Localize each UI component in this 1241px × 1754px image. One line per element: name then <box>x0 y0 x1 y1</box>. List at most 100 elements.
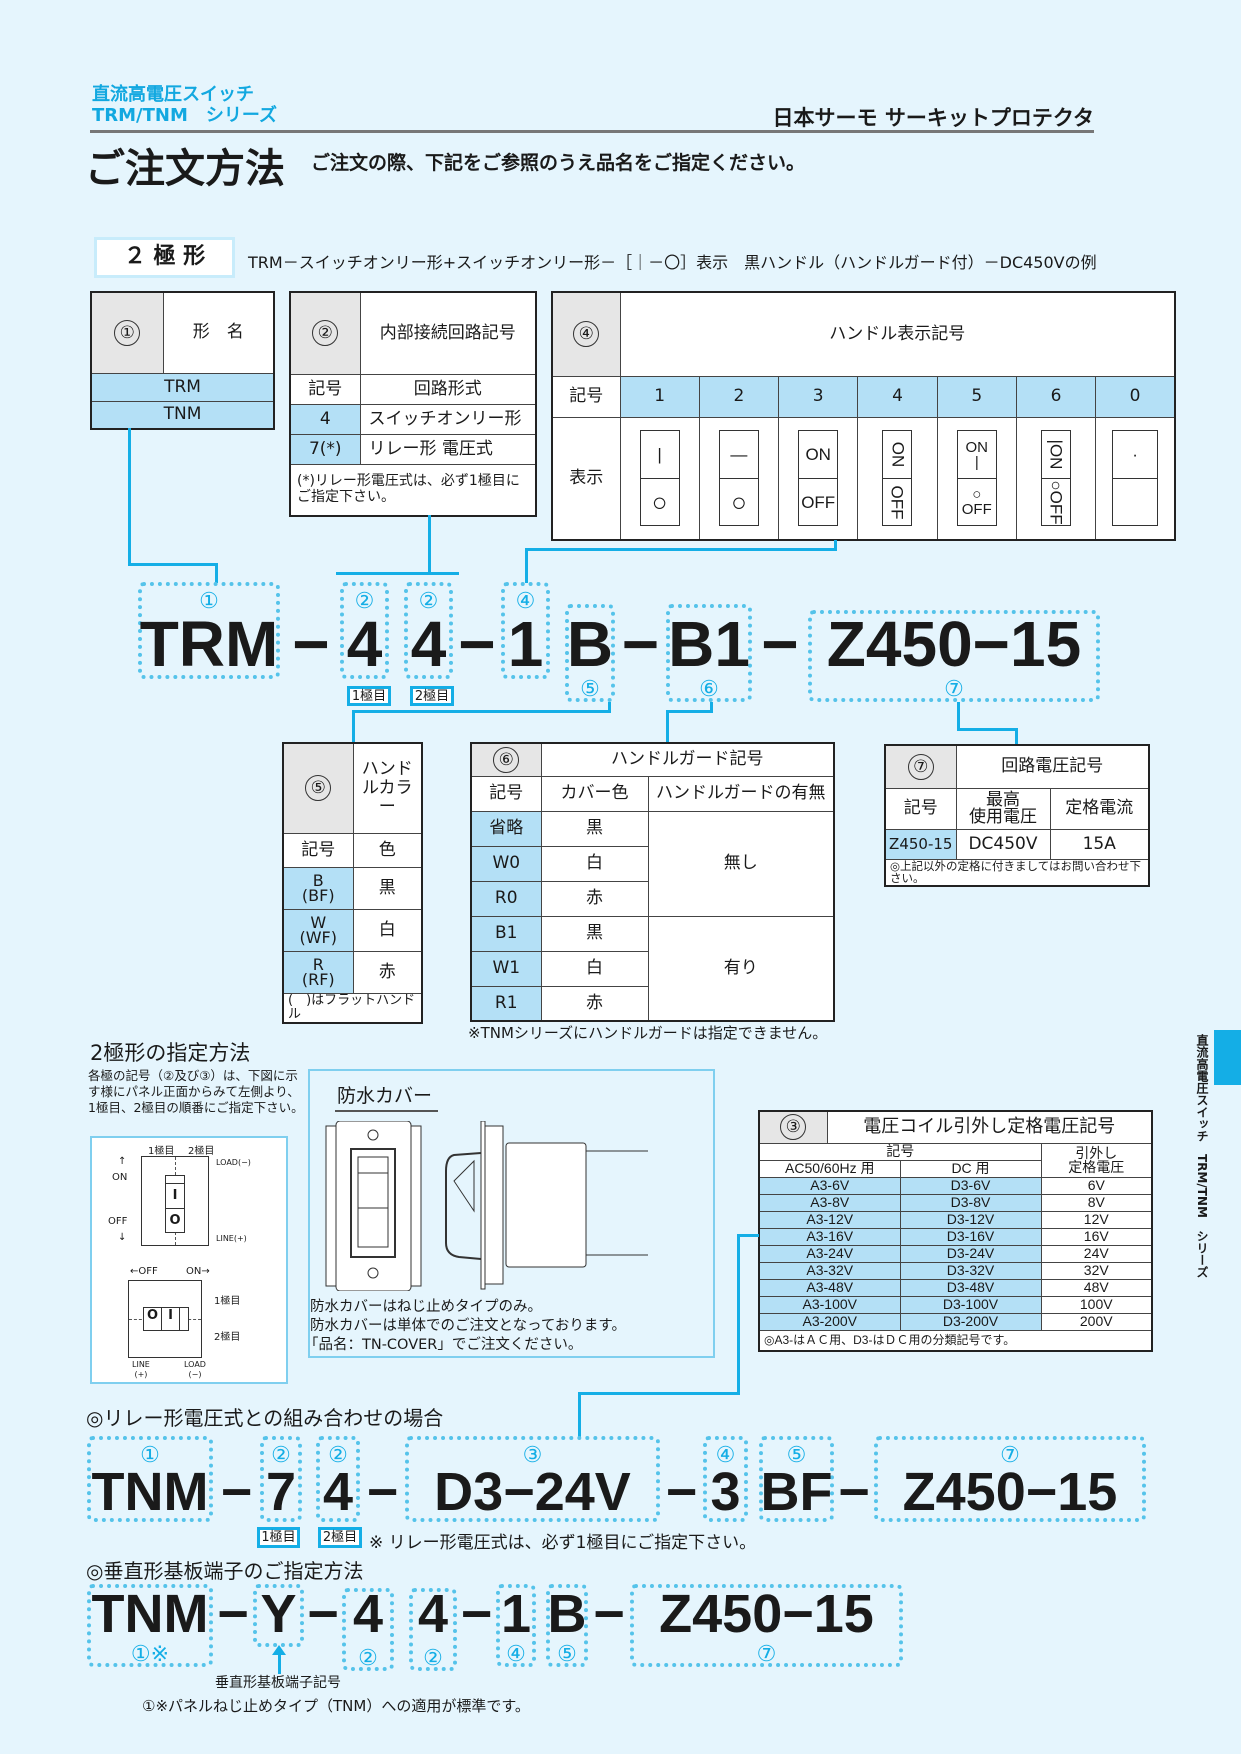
connector <box>834 540 837 550</box>
on-label: ON <box>112 1172 128 1183</box>
code-handle-color: B <box>566 608 614 680</box>
code-cell: R (RF) <box>282 950 354 994</box>
pole2-label: 2極目 <box>214 1332 241 1343</box>
column-header: 記号 <box>884 787 957 830</box>
line-label: LINE(+) <box>216 1234 247 1243</box>
side-tab-label: 直流高電圧スイッチ TRM/TNM シリーズ <box>1195 1034 1209 1278</box>
color-cell: 黒 <box>540 810 649 847</box>
code-circuit-2: 4 <box>322 1462 354 1522</box>
circled-number: ③ <box>780 1114 807 1141</box>
code-cell: 7(*) <box>289 433 361 465</box>
connector <box>666 710 713 713</box>
code-cell: 3 <box>778 375 859 418</box>
voltage-cell: DC450V <box>955 828 1051 860</box>
pole2-label: 2極目 <box>410 686 454 706</box>
dc-code-cell: D3-6V <box>899 1176 1042 1195</box>
code-box-handle-guard: ⑥ <box>666 604 752 702</box>
code-model: TRM <box>139 608 279 680</box>
color-cell: 白 <box>352 908 423 952</box>
code-cell: R0 <box>470 880 542 917</box>
table-title: 回路電圧記号 <box>955 744 1150 789</box>
circled-number: ② <box>312 320 339 347</box>
ac-code-cell: A3-6V <box>758 1176 901 1195</box>
pole-method-text: 各極の記号（②及び③）は、下図に示す様にパネル正面からみて左側より、1極目、2極… <box>88 1068 304 1115</box>
circled-number: ⑦ <box>907 753 934 780</box>
connector <box>737 1234 759 1237</box>
switch-display-icon: · <box>1112 430 1159 527</box>
pole-method-title: 2極形の指定方法 <box>90 1041 251 1065</box>
off-symbol: O <box>166 1208 184 1233</box>
table-row: TNM <box>90 400 275 430</box>
display-bottom-text: OFF <box>887 485 907 519</box>
circled-number: ④ <box>715 1442 736 1467</box>
color-cell: 赤 <box>540 880 649 917</box>
display-top: ON <box>805 445 831 464</box>
connector <box>336 572 459 575</box>
code-circuit-1: 4 <box>346 608 383 680</box>
code-circuit-2: 4 <box>417 1584 449 1644</box>
connector <box>428 515 431 573</box>
guard-cell: 有り <box>647 915 835 1022</box>
off-arrow-label: ←OFF <box>130 1266 158 1277</box>
vertical-heading: ◎垂直形基板端子のご指定方法 <box>86 1559 364 1583</box>
code-handle-color: B <box>547 1584 587 1644</box>
display-bottom <box>1113 477 1158 526</box>
display-bottom: ○OFF <box>1042 477 1071 526</box>
circled-number: ② <box>423 1645 443 1670</box>
display-top-text: ON <box>887 441 907 468</box>
dc-code-cell: D3-200V <box>899 1312 1042 1331</box>
circled-number: ③ <box>522 1442 543 1467</box>
connector <box>352 710 611 713</box>
dc-code-cell: D3-32V <box>899 1261 1042 1280</box>
code-box-circuit-pole2: ② <box>316 1436 360 1522</box>
code-box-circuit-pole2: ② <box>404 582 453 679</box>
ac-code-cell: A3-100V <box>758 1295 901 1314</box>
on-arrow-label: ON→ <box>186 1266 210 1277</box>
column-header: カバー色 <box>540 775 649 812</box>
pole1-label: 1極目 <box>347 686 391 706</box>
switch-display-icon: ON OFF <box>798 430 839 527</box>
page-subtitle: ご注文の際、下記をご参照のうえ品名をご指定ください。 <box>311 152 806 174</box>
connector <box>128 428 131 565</box>
connector <box>1015 728 1018 744</box>
column-header: 記号 <box>470 775 542 812</box>
color-cell: 赤 <box>352 950 423 994</box>
arrow-head-icon <box>272 1645 286 1655</box>
code-coil-voltage: D3−24V <box>434 1462 631 1522</box>
display-bottom: OFF <box>799 477 838 526</box>
code-voltage: Z450−15 <box>659 1584 874 1644</box>
arrow-down-icon: ↓ <box>118 1232 127 1243</box>
table-title: ハンドル表示記号 <box>619 291 1176 377</box>
connector <box>666 710 669 742</box>
switch-display-icon: |○ <box>639 430 680 527</box>
name-cell: リレー形 電圧式 <box>359 433 537 465</box>
code-cell: 4 <box>857 375 938 418</box>
display-top: | <box>657 445 662 464</box>
code-cell: 0 <box>1095 375 1176 418</box>
code-box-model: ① <box>138 582 280 679</box>
code-cell: W0 <box>470 845 542 882</box>
code-voltage: Z450−15 <box>826 608 1082 680</box>
column-header: DC 用 <box>899 1159 1042 1178</box>
switch-display-icon: ON OFF <box>882 430 913 527</box>
circled-number: ② <box>358 1645 378 1670</box>
table-title: ハンドルカラー <box>352 742 423 834</box>
circled-number: ①※ <box>130 1641 170 1666</box>
code-box-voltage: ⑦ <box>630 1584 903 1667</box>
relay-note: ※ リレー形電圧式は、必ず1極目にご指定下さい。 <box>369 1533 757 1553</box>
rated-voltage-cell: 32V <box>1040 1261 1153 1280</box>
code-separator: − <box>307 1584 339 1644</box>
display-bottom: ○ <box>719 477 758 526</box>
circled-number: ⑥ <box>699 676 719 701</box>
cover-note: 防水カバーは単体でのご注文となっております。 <box>310 1318 626 1334</box>
circled-number: ② <box>271 1442 291 1467</box>
vertical-footnote: ①※パネルねじ止めタイプ（TNM）への適用が標準です。 <box>142 1697 530 1715</box>
circled-number: ⑥ <box>493 746 520 773</box>
code-box-handle-color: ⑤ <box>759 1436 834 1522</box>
